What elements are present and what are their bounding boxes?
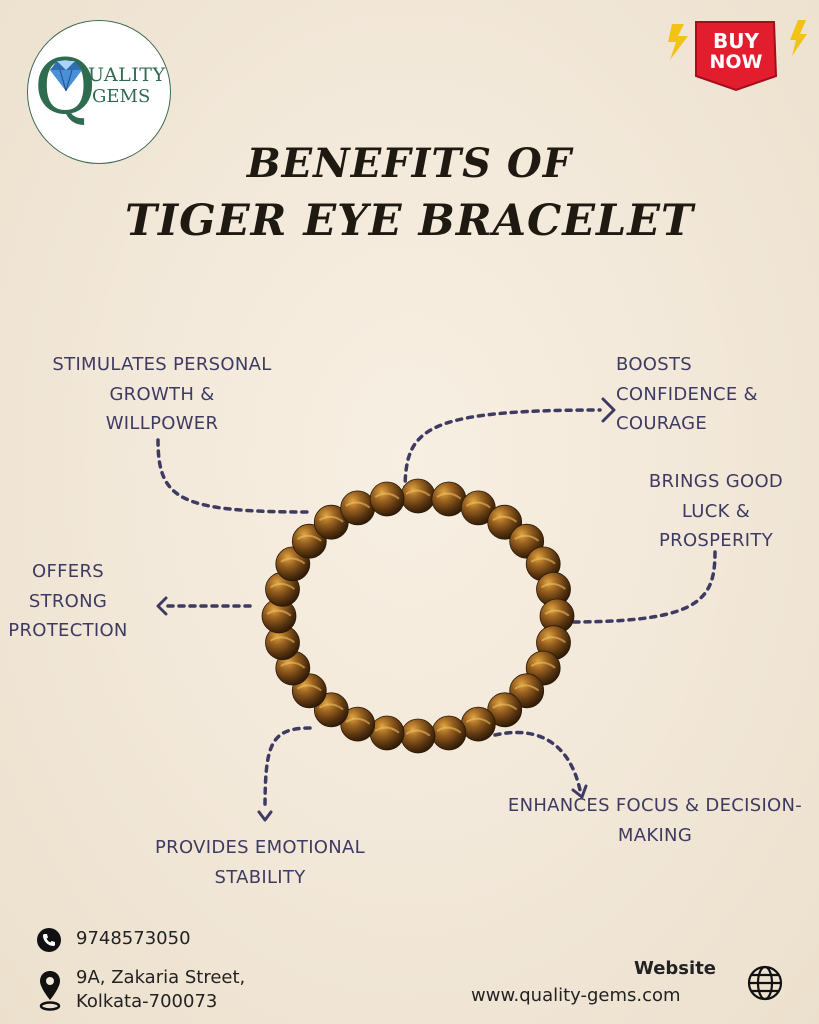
address-line2: Kolkata-700073	[76, 991, 218, 1012]
benefit-confidence-line: COURAGE	[616, 413, 708, 434]
bead-sheen	[465, 717, 491, 725]
benefit-growth-line: GROWTH &	[109, 383, 215, 405]
benefit-protection-line: STRONG	[28, 590, 108, 612]
phone-number[interactable]: 9748573050	[76, 928, 191, 949]
bead-sheen	[280, 557, 306, 565]
bead-sheen	[266, 609, 292, 617]
benefit-focus-line: MAKING	[617, 824, 693, 846]
page-title-line2: TIGER EYE BRACELET	[125, 196, 694, 246]
bead-sheen	[318, 703, 344, 711]
address: 9A, Zakaria Street, Kolkata-700073	[76, 966, 245, 1014]
globe-icon	[746, 964, 784, 1002]
benefit-protection: OFFERS STRONG PROTECTION	[0, 557, 136, 646]
now-label: NOW	[709, 51, 762, 73]
phone-icon	[36, 927, 64, 955]
bead-sheen	[514, 684, 540, 692]
bead-sheen	[280, 661, 306, 669]
bead-sheen	[296, 684, 322, 692]
benefit-luck-line: LUCK &	[681, 500, 751, 522]
bead-sheen	[270, 636, 296, 644]
tiger-eye-bead	[400, 718, 436, 754]
bead-sheen	[492, 703, 518, 711]
tiger-eye-bead	[340, 490, 376, 526]
benefit-stability-line: STABILITY	[214, 866, 306, 888]
benefit-stability-line: PROVIDES EMOTIONAL	[155, 837, 365, 858]
bead-sheen	[270, 582, 296, 590]
tiger-eye-bead	[369, 481, 405, 517]
bead-sheen	[514, 534, 540, 542]
connector-stability	[263, 726, 312, 812]
tiger-eye-bead	[460, 706, 496, 742]
logo-text-top: UALITY	[88, 64, 166, 86]
benefit-luck: BRINGS GOOD LUCK & PROSPERITY	[628, 467, 804, 556]
bead-sheen	[465, 501, 491, 509]
benefit-stability: PROVIDES EMOTIONAL STABILITY	[130, 833, 390, 892]
website-url[interactable]: www.quality-gems.com	[471, 985, 681, 1006]
benefit-protection-line: PROTECTION	[8, 620, 128, 641]
diamond-icon	[50, 61, 82, 92]
benefit-growth: STIMULATES PERSONAL GROWTH & WILLPOWER	[28, 350, 296, 439]
bead-sheen	[374, 726, 400, 734]
bead-sheen	[345, 717, 371, 725]
bead-sheen	[436, 492, 462, 500]
lightning-bolt-icon	[668, 20, 807, 60]
arrowhead-confidence	[601, 397, 616, 423]
benefit-luck-line: BRINGS GOOD	[648, 471, 784, 492]
bead-sheen	[405, 489, 431, 497]
tiger-eye-bead	[431, 481, 467, 517]
benefit-growth-line: STIMULATES PERSONAL	[52, 354, 272, 375]
bead-ring	[261, 478, 575, 754]
benefit-luck-line: PROSPERITY	[659, 530, 773, 551]
benefit-focus: ENHANCES FOCUS & DECISION- MAKING	[492, 791, 818, 850]
bead-sheen	[296, 534, 322, 542]
benefit-confidence-line: BOOSTS	[616, 354, 693, 375]
bead-sheen	[541, 636, 567, 644]
tiger-eye-bead	[369, 715, 405, 751]
bead-sheen	[530, 661, 556, 669]
arrowhead-focus	[571, 784, 588, 799]
buy-now-button[interactable]: BUY NOW	[664, 16, 808, 96]
bead-sheen	[374, 492, 400, 500]
bead-sheen	[436, 726, 462, 734]
bead-sheen	[405, 729, 431, 737]
bead-sheen	[345, 501, 371, 509]
tiger-eye-bead	[431, 715, 467, 751]
arrowhead-stability	[257, 810, 273, 822]
connector-focus	[493, 730, 582, 792]
bead-sheen	[318, 515, 344, 523]
benefit-focus-line: ENHANCES FOCUS & DECISION-	[507, 795, 803, 816]
website-label: Website	[634, 958, 717, 979]
bead-sheen	[492, 515, 518, 523]
benefit-confidence: BOOSTS CONFIDENCE & COURAGE	[616, 350, 816, 439]
connector-luck	[568, 550, 717, 624]
logo-text-bottom: GEMS	[92, 86, 150, 107]
buy-label: BUY	[713, 29, 759, 53]
address-line1: 9A, Zakaria Street,	[76, 967, 246, 988]
page-title-line1: BENEFITS OF	[246, 140, 573, 187]
arrowhead-protection	[156, 596, 168, 616]
tiger-eye-bead	[400, 478, 436, 514]
connector-confidence	[403, 408, 602, 494]
connector-growth	[156, 438, 312, 514]
quality-gems-logo: Q UALITY GEMS	[27, 20, 171, 164]
bead-sheen	[530, 557, 556, 565]
benefit-confidence-line: CONFIDENCE &	[616, 383, 758, 405]
benefit-growth-line: WILLPOWER	[105, 413, 219, 434]
bead-sheen	[544, 609, 570, 617]
bead-sheen	[541, 582, 567, 590]
benefit-protection-line: OFFERS	[32, 561, 104, 582]
location-pin-icon	[38, 970, 64, 1014]
